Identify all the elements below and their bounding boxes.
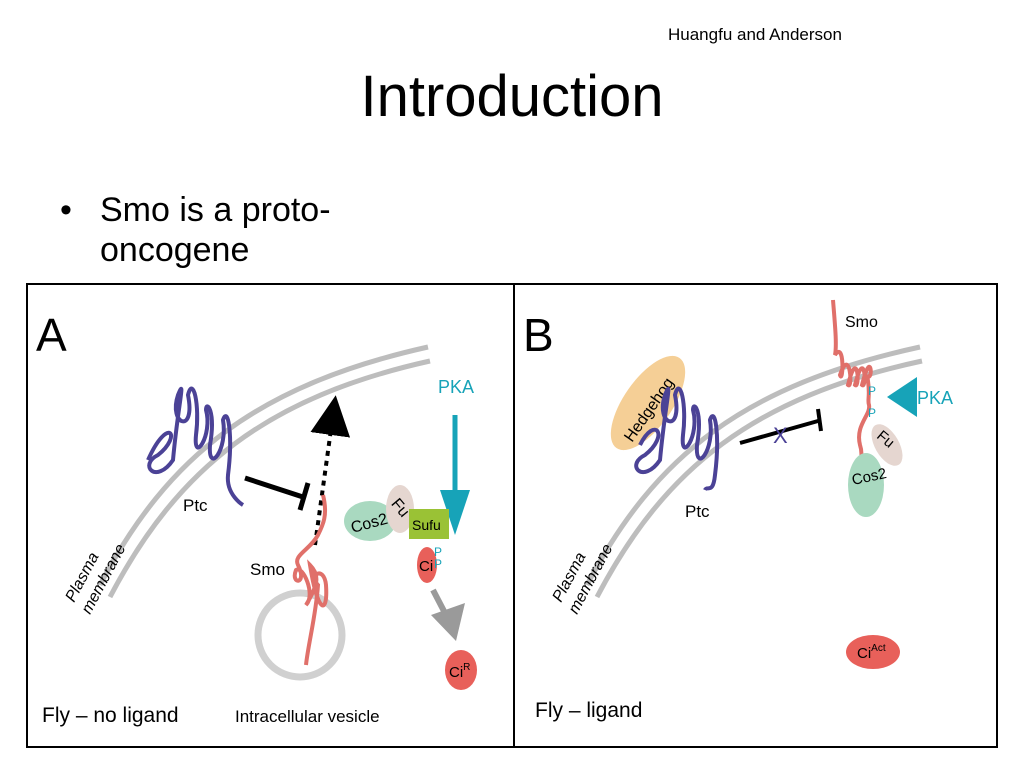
ciact-label: CiAct	[857, 643, 886, 662]
cos2-protein	[344, 501, 396, 541]
translocation-arrow	[310, 395, 351, 546]
panel-a-letter: A	[36, 309, 67, 361]
intracellular-vesicle	[254, 589, 346, 681]
hedgehog-pathway-figure: A Plasma membrane Ptc Intracellular vesi…	[26, 283, 998, 748]
phosphate-label-2: P	[868, 406, 876, 420]
panel-a: A Plasma membrane Ptc Intracellular vesi…	[36, 309, 477, 727]
phosphate-label: P	[868, 384, 876, 398]
ci-protein	[417, 547, 437, 583]
author-credit: Huangfu and Anderson	[668, 25, 842, 44]
smo-protein	[831, 299, 873, 486]
fu-protein	[386, 485, 414, 533]
vesicle-label: Intracellular vesicle	[235, 707, 380, 726]
ci-activator	[846, 635, 900, 669]
pka-arrowhead	[887, 377, 917, 417]
panel-a-caption: Fly – no ligand	[42, 704, 179, 727]
smo-protein	[292, 494, 329, 666]
ci-repressor	[445, 650, 477, 690]
sufu-protein	[409, 509, 449, 539]
panel-b-letter: B	[523, 309, 554, 361]
bullet-marker: •	[60, 191, 72, 229]
block-mark: X	[773, 423, 788, 448]
smo-label: Smo	[250, 560, 285, 579]
panel-divider	[513, 285, 515, 746]
ci-label: Ci	[419, 558, 433, 575]
pka-arrowhead	[440, 490, 470, 535]
ptc-label: Ptc	[685, 502, 710, 521]
plasma-membrane	[97, 344, 431, 599]
bullet-text: Smo is a proto-oncogene	[100, 191, 331, 269]
cos2-protein	[848, 453, 884, 517]
blocked-inhibition: X	[739, 408, 823, 448]
smo-label: Smo	[845, 314, 878, 331]
hedgehog-ligand	[610, 355, 686, 451]
cos2-label: Cos2	[850, 465, 888, 489]
ptc-protein	[634, 386, 720, 492]
pka-label: PKA	[438, 377, 474, 397]
phosphate-label-2: P	[434, 557, 442, 571]
processing-arrowhead	[431, 603, 465, 641]
inhibition-arrow	[244, 475, 311, 511]
ptc-protein	[146, 386, 245, 507]
sufu-label: Sufu	[412, 517, 441, 533]
panel-b-caption: Fly – ligand	[535, 699, 642, 722]
slide-title: Introduction	[360, 64, 664, 129]
cir-label: CiR	[449, 662, 470, 681]
fu-protein	[871, 424, 903, 466]
pka-label: PKA	[917, 388, 953, 408]
phosphate-label: P	[434, 545, 442, 559]
ptc-label: Ptc	[183, 496, 208, 515]
panel-b: B Plasma membrane Hedgehog Ptc X Smo P P…	[523, 299, 953, 722]
